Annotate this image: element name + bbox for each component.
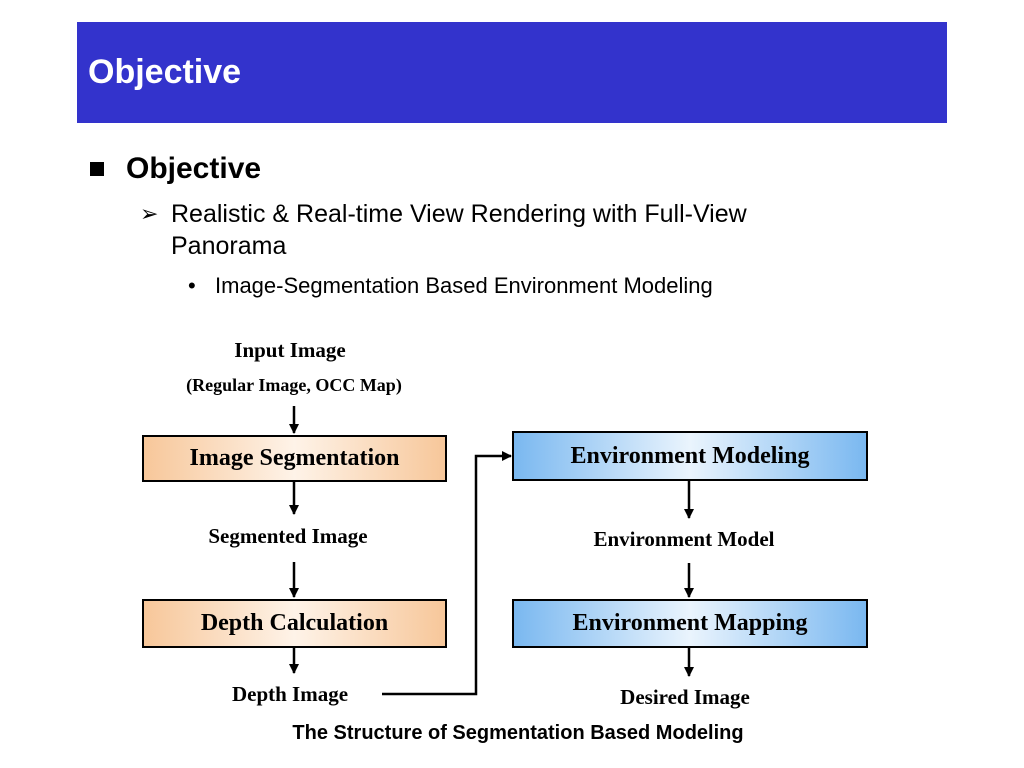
arrowhead-bullet-icon: ➢ xyxy=(140,202,159,227)
environment-modeling-box: Environment Modeling xyxy=(512,431,868,481)
slide-title: Objective xyxy=(88,53,242,91)
desired-image-label: Desired Image xyxy=(620,685,750,709)
depth-calculation-box: Depth Calculation xyxy=(142,599,447,648)
segmented-image-label: Segmented Image xyxy=(208,524,368,548)
bullet-level1-text: Objective xyxy=(126,152,262,185)
diagram-caption: The Structure of Segmentation Based Mode… xyxy=(292,722,744,744)
arrow-depthimage-to-envmodeling xyxy=(382,451,512,696)
input-image-sublabel: (Regular Image, OCC Map) xyxy=(186,375,402,395)
environment-model-label: Environment Model xyxy=(593,527,775,551)
dot-bullet-icon: • xyxy=(188,273,196,298)
black-square-icon xyxy=(90,162,104,176)
image-segmentation-box: Image Segmentation xyxy=(142,435,447,482)
input-image-label: Input Image xyxy=(234,338,346,362)
bullet-level2-text: Realistic & Real-time View Rendering wit… xyxy=(171,200,747,260)
depth-image-label: Depth Image xyxy=(231,682,349,706)
bullet-level3-text: Image-Segmentation Based Environment Mod… xyxy=(215,273,713,298)
title-bar: Objective xyxy=(77,22,947,123)
environment-mapping-box: Environment Mapping xyxy=(512,599,868,648)
